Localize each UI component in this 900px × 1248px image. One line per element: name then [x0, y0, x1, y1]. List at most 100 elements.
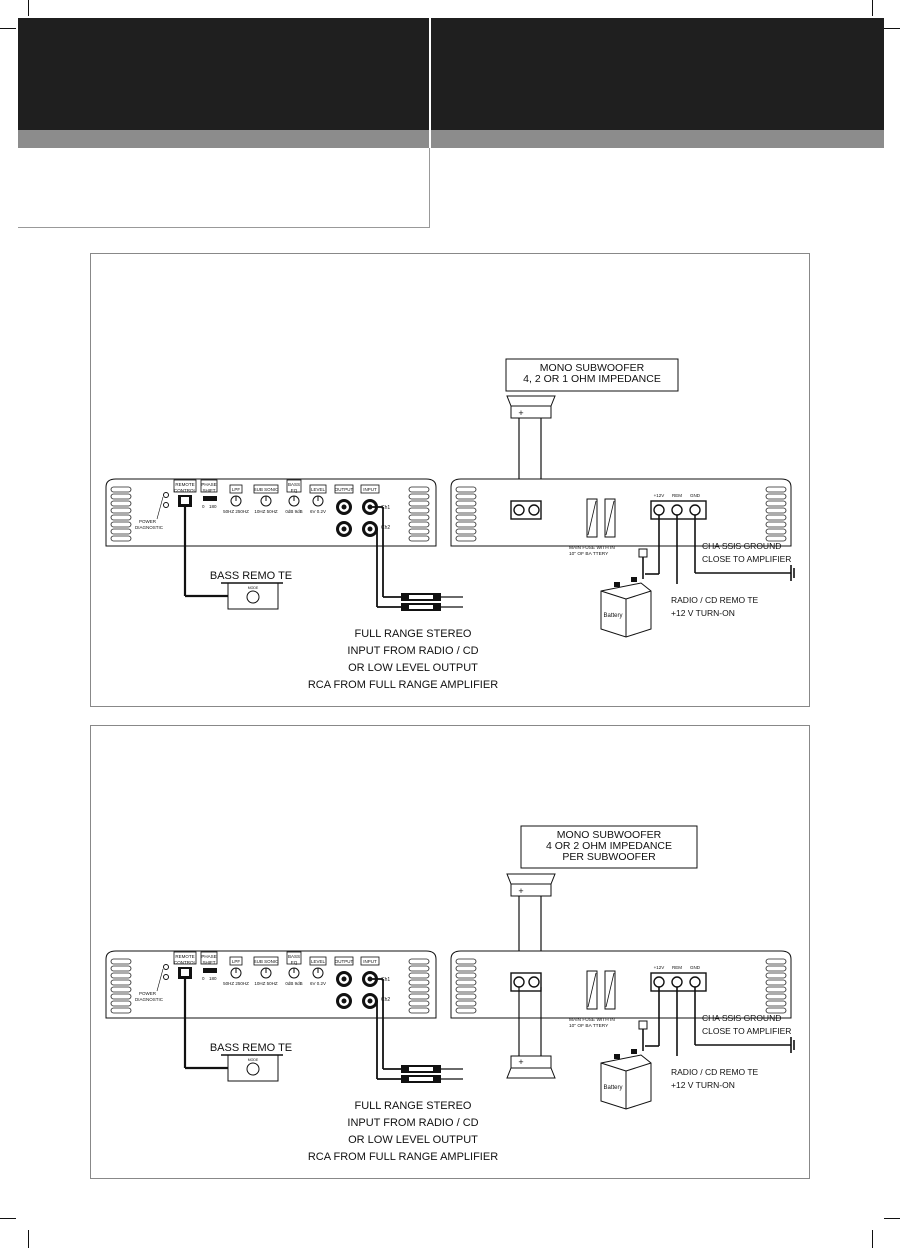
phase-label: 180 [209, 504, 217, 509]
vent-slot [455, 486, 477, 493]
input-source-label: RCA FROM FULL RANGE AMPLIFIER [308, 679, 498, 691]
subwoofer-cone-icon [506, 1067, 556, 1079]
crop-mark [0, 28, 16, 29]
vent-slot [455, 1000, 477, 1007]
vent-slot [765, 965, 787, 972]
control-label: LEVEL [311, 959, 326, 964]
control-label: SHIFT [203, 488, 216, 493]
control-label: BASS [288, 482, 300, 487]
fuse-label: 10" OF BA TTERY [569, 1023, 609, 1029]
battery-edge [600, 1062, 627, 1072]
vent-slot [110, 958, 132, 965]
vent-slot [455, 514, 477, 521]
control-label-box [200, 951, 218, 965]
phase-switch-icon [203, 968, 217, 973]
fuse-element [587, 500, 597, 536]
control-label-box [229, 484, 243, 494]
vent-slot [110, 1000, 132, 1007]
vent-slot [110, 507, 132, 514]
control-label-box [229, 956, 243, 966]
rca-jack-pin [367, 998, 373, 1004]
control-label: PHASE [201, 482, 216, 487]
remote-turn-on-label: +12 V TURN-ON [671, 608, 735, 618]
rca-jack-pin [367, 526, 373, 532]
range-label: 0dB 9dB [285, 509, 302, 514]
vent-slot [110, 500, 132, 507]
vent-slot [110, 979, 132, 986]
control-label: OUTPUT [335, 487, 354, 492]
power-terminal-rem [671, 976, 683, 988]
vent-slot [408, 993, 430, 1000]
vent-slot [408, 493, 430, 500]
control-label: SHIFT [203, 960, 216, 965]
battery-terminal-positive [631, 577, 637, 582]
power-terminal-12v [653, 976, 665, 988]
speaker-label-text: 4, 2 OR 1 OHM IMPEDANCE [523, 373, 661, 385]
vent-slot [455, 493, 477, 500]
led-leader [156, 496, 164, 520]
header-bar-left [18, 18, 429, 130]
vent-slot [765, 514, 787, 521]
crop-mark [28, 0, 29, 16]
control-label: SUB SONIC [254, 487, 280, 492]
input-source-label: RCA FROM FULL RANGE AMPLIFIER [308, 1151, 498, 1163]
battery-edge [625, 590, 652, 600]
vent-slot [408, 958, 430, 965]
crop-mark [884, 1218, 900, 1219]
battery-terminal-negative [614, 582, 620, 587]
control-label-box [360, 956, 380, 966]
battery-terminal-positive [631, 1049, 637, 1054]
speaker-terminal-positive [513, 504, 525, 516]
control-label-box [334, 484, 354, 494]
amplifier-power-panel [450, 478, 792, 547]
control-label-box [360, 484, 380, 494]
amplifier-power-panel [450, 950, 792, 1019]
vent-slot [765, 528, 787, 535]
vent-slot [765, 500, 787, 507]
header-divider-vertical [429, 148, 430, 228]
remote-turn-on-label: RADIO / CD REMO TE [671, 1067, 759, 1077]
fuse-label: MAIN FUSE WITH IN [569, 1017, 615, 1023]
inline-fuse-icon [638, 548, 648, 558]
input-source-label: FULL RANGE STEREO [355, 1100, 472, 1112]
rca-jack-pin [341, 998, 347, 1004]
rca-plug-band [409, 1077, 433, 1081]
subwoofer-cone-icon [506, 873, 556, 885]
control-label: INPUT [363, 959, 377, 964]
control-label: CONTROL [174, 960, 196, 965]
vent-slot [408, 1000, 430, 1007]
vent-slot [110, 965, 132, 972]
vent-slot [455, 986, 477, 993]
bass-remote-label: BASS REMO TE [210, 1042, 292, 1054]
ground-symbol-icon [790, 565, 795, 581]
header-bar-right [431, 18, 884, 130]
range-label: 0dB 9dB [285, 981, 302, 986]
speaker-terminal-negative [528, 504, 540, 516]
speaker-label-text: MONO SUBWOOFER [540, 362, 645, 374]
vent-slot [765, 986, 787, 993]
vent-slot [765, 972, 787, 979]
input-source-label: OR LOW LEVEL OUTPUT [348, 662, 478, 674]
remote-port-socket [181, 497, 189, 504]
crop-mark [872, 0, 873, 16]
phase-label: 180 [209, 976, 217, 981]
vent-slot [408, 965, 430, 972]
power-terminal-rem [671, 504, 683, 516]
vent-slot [765, 535, 787, 542]
control-label-box [309, 956, 327, 966]
diagnostic-label: DIAGNOSTIC [135, 525, 164, 530]
header-subbar-left [18, 130, 429, 148]
speaker-label-text: MONO SUBWOOFER [557, 829, 662, 841]
bass-remote-label: BASS REMO TE [210, 570, 292, 582]
range-label: 10HZ 50HZ [254, 509, 278, 514]
vent-slot [408, 486, 430, 493]
control-label: REMOTE [175, 954, 194, 959]
terminal-label: +12V [654, 965, 665, 970]
vent-slot [765, 1007, 787, 1014]
control-label-box [286, 951, 302, 965]
battery-terminal-negative [614, 1054, 620, 1059]
vent-slot [765, 993, 787, 1000]
